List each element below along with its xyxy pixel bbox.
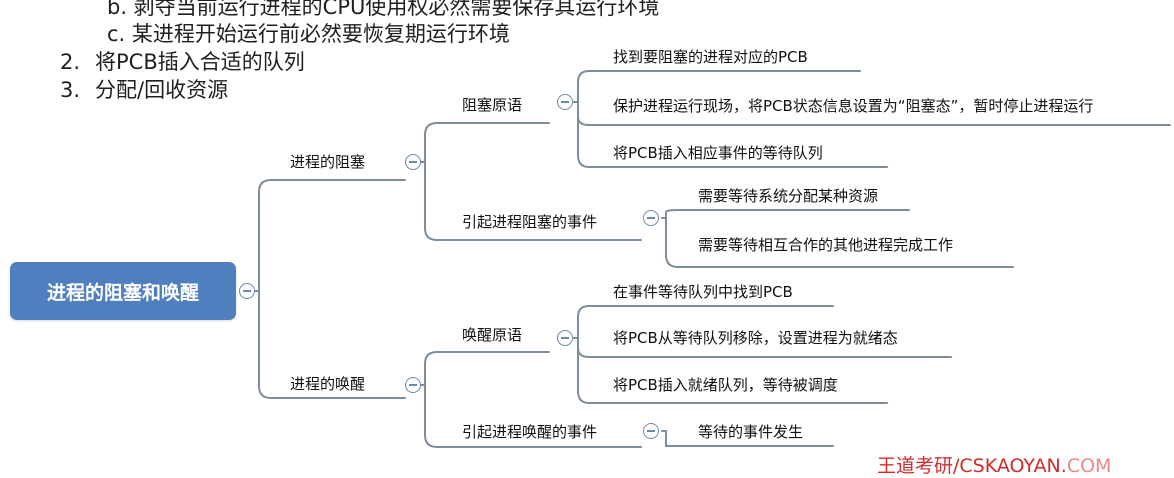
connector-block-to-primitive — [424, 122, 550, 163]
connector-root-to-block — [258, 179, 406, 292]
list-line-c: c. 某进程开始运行前必然要恢复期运行环境 — [107, 22, 510, 46]
block-step-1: 找到要阻塞的进程对应的PCB — [613, 48, 808, 66]
watermark-text: 王道考研/CSKAOYAN. — [877, 455, 1067, 477]
list-line-b: b. 剥夺当前运行进程的CPU使用权必然需要保存其运行环境 — [107, 0, 660, 19]
collapse-root-icon[interactable] — [239, 283, 255, 299]
connector-wakeup-step-3 — [577, 337, 888, 404]
block-step-2: 保护进程运行现场，将PCB状态信息设置为“阻塞态”，暂时停止进程运行 — [613, 97, 1094, 115]
node-wakeup-primitive[interactable]: 唤醒原语 — [462, 326, 523, 344]
node-block[interactable]: 进程的阻塞 — [290, 153, 366, 171]
collapse-block-events-icon[interactable] — [643, 210, 659, 226]
wakeup-step-2: 将PCB从等待队列移除，设置进程为就绪态 — [613, 329, 898, 347]
list-item-2-number: 2. — [60, 50, 81, 74]
connector-block-event-2 — [665, 217, 1014, 268]
list-item-3-text: 分配/回收资源 — [95, 78, 229, 102]
block-event-1: 需要等待系统分配某种资源 — [698, 187, 879, 205]
connector-block-event-1 — [665, 209, 910, 219]
collapse-wakeup-icon[interactable] — [405, 377, 421, 393]
collapse-wakeup-events-icon[interactable] — [643, 423, 659, 439]
node-block-primitive[interactable]: 阻塞原语 — [462, 96, 523, 114]
list-item-2-text: 将PCB插入合适的队列 — [95, 50, 305, 74]
collapse-block-icon[interactable] — [405, 154, 421, 170]
connector-block-to-events — [424, 161, 642, 241]
mindmap-root-node[interactable]: 进程的阻塞和唤醒 — [10, 262, 236, 320]
connector-wakeup-to-primitive — [424, 351, 550, 386]
node-wakeup[interactable]: 进程的唤醒 — [290, 375, 366, 393]
wakeup-step-1: 在事件等待队列中找到PCB — [613, 283, 793, 301]
block-step-3: 将PCB插入相应事件的等待队列 — [613, 144, 823, 162]
connector-root-to-wakeup — [258, 290, 406, 399]
wakeup-event-1: 等待的事件发生 — [698, 423, 804, 441]
connector-block-step-1 — [577, 70, 861, 103]
list-item-3-number: 3. — [60, 78, 81, 102]
connector-wakeup-event-1 — [665, 430, 834, 447]
root-label: 进程的阻塞和唤醒 — [46, 281, 199, 304]
block-event-2: 需要等待相互合作的其他进程完成工作 — [698, 236, 954, 254]
watermark: 王道考研/CSKAOYAN.COM — [877, 451, 1111, 478]
node-wakeup-events[interactable]: 引起进程唤醒的事件 — [462, 423, 598, 441]
connector-wakeup-step-1 — [577, 305, 834, 339]
watermark-suffix: COM — [1066, 455, 1112, 477]
node-block-events[interactable]: 引起进程阻塞的事件 — [462, 213, 598, 231]
connector-block-step-3 — [577, 101, 888, 168]
collapse-wakeup-primitive-icon[interactable] — [557, 330, 573, 346]
connector-wakeup-to-events — [424, 384, 642, 448]
wakeup-step-3: 将PCB插入就绪队列，等待被调度 — [613, 376, 838, 394]
collapse-block-primitive-icon[interactable] — [557, 94, 573, 110]
